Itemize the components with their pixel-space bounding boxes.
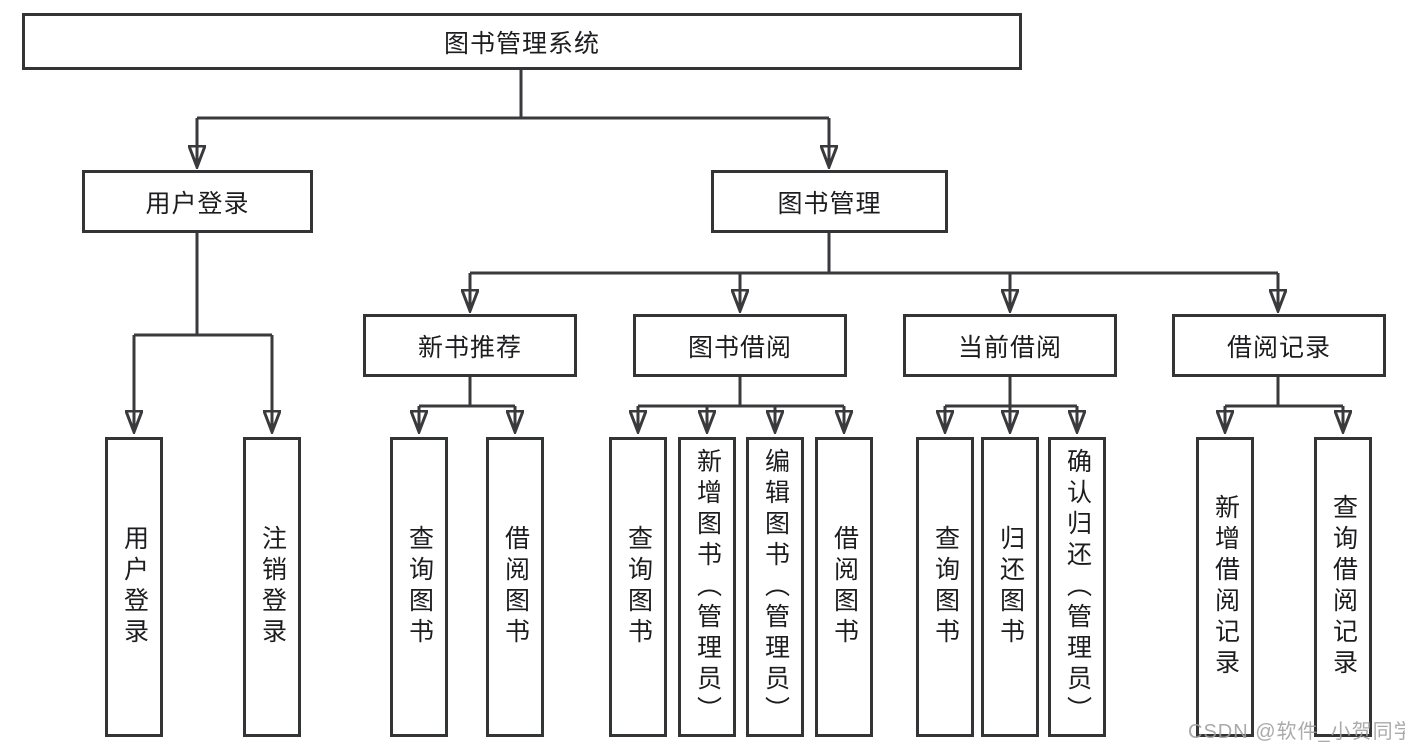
leaf-currentborrow-return-books-label: 归还图书 <box>996 525 1025 649</box>
connectors-new-book-rec <box>419 377 515 431</box>
node-book-borrow: 图书借阅 <box>633 314 847 377</box>
csdn-watermark: CSDN @软件_小贺同学 <box>1188 721 1405 743</box>
leaf-bookborrow-borrow-books-label: 借阅图书 <box>830 525 859 649</box>
leaf-borrowrecord-add-record: 新增借阅记录 <box>1196 437 1254 737</box>
node-new-book-rec-label: 新书推荐 <box>417 333 522 362</box>
leaf-currentborrow-return-books: 归还图书 <box>981 437 1039 737</box>
leaf-bookborrow-query-books-label: 查询图书 <box>624 525 653 649</box>
leaf-borrowrecord-query-record-label: 查询借阅记录 <box>1329 494 1358 680</box>
leaf-logout: 注销登录 <box>243 437 301 737</box>
node-current-borrow-label: 当前借阅 <box>957 333 1062 362</box>
leaf-borrowrecord-add-record-label: 新增借阅记录 <box>1211 494 1240 680</box>
leaf-newbookrec-borrow-books-label: 借阅图书 <box>501 525 530 649</box>
node-current-borrow: 当前借阅 <box>903 314 1117 377</box>
node-book-mgmt-label: 图书管理 <box>777 189 882 218</box>
leaf-logout-label: 注销登录 <box>258 525 287 649</box>
leaf-newbookrec-borrow-books: 借阅图书 <box>486 437 544 737</box>
leaf-newbookrec-query-books-label: 查询图书 <box>405 525 434 649</box>
leaf-currentborrow-confirm-return-admin-label: 确认归还（管理员） <box>1063 447 1092 727</box>
leaf-bookborrow-query-books: 查询图书 <box>609 437 667 737</box>
node-root: 图书管理系统 <box>22 13 1022 70</box>
leaf-bookborrow-add-books-admin-label: 新增图书（管理员） <box>693 447 722 727</box>
node-user-login-label: 用户登录 <box>145 189 250 218</box>
node-book-mgmt: 图书管理 <box>711 170 948 233</box>
leaf-user-login-label: 用户登录 <box>120 525 149 649</box>
leaf-currentborrow-query-books: 查询图书 <box>916 437 974 737</box>
connectors-book-borrow <box>638 377 844 431</box>
node-root-label: 图书管理系统 <box>443 29 600 58</box>
connectors-root <box>197 70 829 166</box>
leaf-currentborrow-query-books-label: 查询图书 <box>931 525 960 649</box>
leaf-currentborrow-confirm-return-admin: 确认归还（管理员） <box>1048 437 1106 737</box>
leaf-bookborrow-edit-books-admin-label: 编辑图书（管理员） <box>761 447 790 727</box>
node-borrow-record: 借阅记录 <box>1172 314 1386 377</box>
leaf-newbookrec-query-books: 查询图书 <box>390 437 448 737</box>
connectors-borrow-record <box>1225 377 1343 431</box>
leaf-bookborrow-edit-books-admin: 编辑图书（管理员） <box>746 437 804 737</box>
connectors-user-login <box>134 233 272 431</box>
connectors-current-borrow <box>945 377 1077 431</box>
connectors-book-mgmt <box>470 233 1278 310</box>
node-borrow-record-label: 借阅记录 <box>1226 333 1331 362</box>
leaf-borrowrecord-query-record: 查询借阅记录 <box>1314 437 1372 737</box>
leaf-bookborrow-borrow-books: 借阅图书 <box>815 437 873 737</box>
leaf-user-login: 用户登录 <box>105 437 163 737</box>
node-user-login: 用户登录 <box>82 170 313 233</box>
node-new-book-rec: 新书推荐 <box>363 314 577 377</box>
node-book-borrow-label: 图书借阅 <box>687 333 792 362</box>
leaf-bookborrow-add-books-admin: 新增图书（管理员） <box>678 437 736 737</box>
